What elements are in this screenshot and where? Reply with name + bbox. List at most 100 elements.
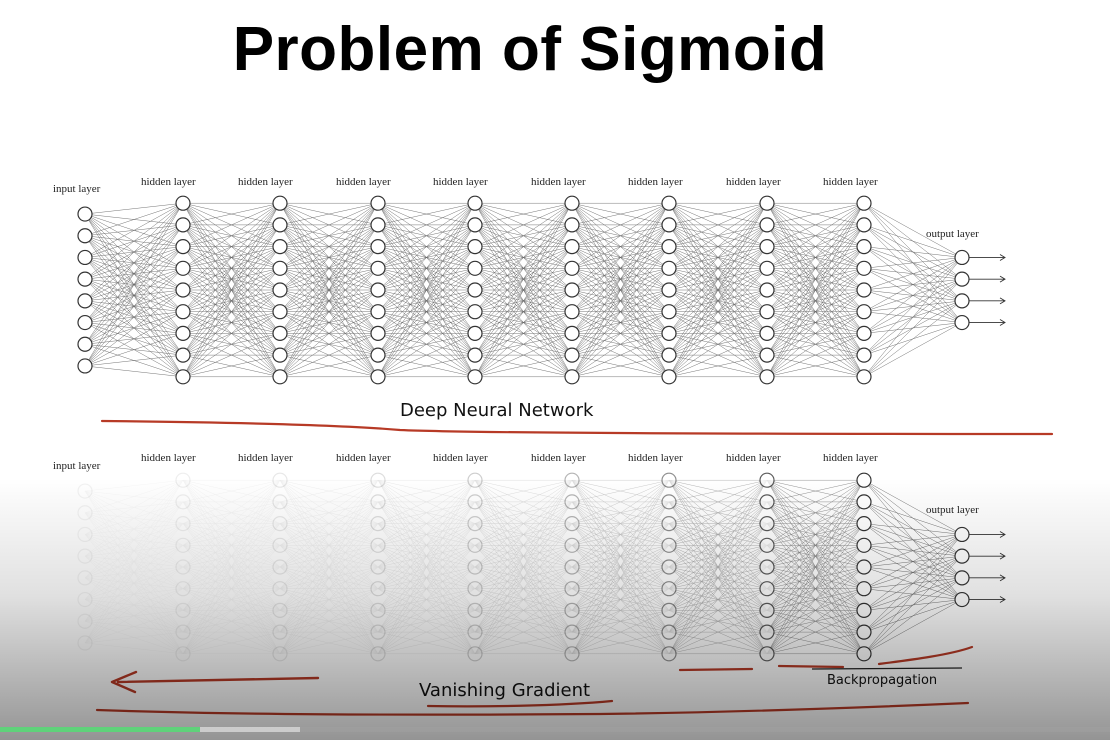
connection-line — [474, 566, 573, 611]
connection-line — [84, 577, 184, 589]
connection-line — [182, 545, 281, 611]
video-progress-bar[interactable] — [0, 727, 1110, 732]
connection-line — [377, 480, 476, 654]
connection-line — [766, 523, 865, 654]
neuron-node — [759, 347, 775, 363]
connection-line — [668, 545, 768, 611]
connection-line — [377, 203, 476, 291]
connection-line — [668, 501, 768, 568]
connection-line — [474, 610, 573, 655]
connection-line — [377, 545, 476, 568]
connection-line — [84, 203, 184, 323]
connection-line — [279, 566, 379, 633]
connection-line — [474, 501, 573, 524]
connection-line — [377, 588, 476, 633]
neuron-node — [661, 646, 677, 662]
connection-line — [571, 480, 670, 546]
connection-line — [84, 490, 184, 503]
connection-line — [474, 545, 573, 589]
connection-line — [474, 480, 573, 654]
connection-line — [182, 566, 281, 589]
connection-line — [377, 501, 476, 611]
connection-line — [571, 588, 670, 654]
connection-line — [571, 501, 670, 654]
connection-line — [474, 501, 573, 568]
connection-line — [279, 289, 379, 377]
connection-line — [668, 480, 768, 589]
neuron-node — [77, 526, 93, 543]
connection-line — [668, 480, 768, 589]
connection-line — [474, 566, 573, 633]
connection-line — [182, 588, 281, 611]
connection-line — [279, 501, 379, 524]
neuron-node — [856, 515, 872, 532]
neuron-node — [272, 239, 288, 255]
connection-line — [668, 545, 768, 568]
connection-line — [377, 523, 476, 654]
connection-line — [182, 610, 281, 655]
connection-line — [182, 203, 281, 269]
connection-line — [377, 588, 476, 654]
connection-line — [377, 501, 476, 654]
neuron-node — [370, 581, 386, 597]
neuron-node — [272, 304, 288, 320]
connection-line — [182, 545, 281, 633]
neuron-node — [564, 260, 580, 276]
connection-line — [279, 523, 379, 546]
connection-line — [84, 555, 184, 633]
neuron-node — [77, 635, 93, 651]
neuron-node — [370, 515, 386, 532]
output-arrow-icon — [969, 574, 1006, 582]
connection-line — [377, 354, 476, 378]
hidden-layer-label: hidden layer — [726, 452, 781, 464]
connection-line — [571, 501, 670, 633]
connection-line — [377, 479, 476, 524]
connection-line — [279, 268, 379, 377]
connection-line — [279, 566, 379, 611]
connection-line — [279, 545, 379, 589]
connection-line — [668, 480, 768, 611]
connection-line — [84, 545, 184, 557]
connection-line — [377, 501, 476, 524]
connection-line — [474, 523, 573, 546]
layer-connections — [279, 202, 379, 378]
connection-line — [766, 354, 865, 378]
output-arrow-icon — [969, 297, 1006, 305]
vanishing-gradient-diagram: input layer hidden layer hidden layer hi… — [53, 452, 1006, 662]
connection-line — [279, 224, 379, 377]
connection-line — [182, 203, 281, 377]
connection-line — [182, 501, 281, 568]
neuron-node — [370, 282, 386, 298]
connection-line — [279, 501, 379, 633]
connection-line — [84, 566, 184, 644]
output-arrow-icon — [969, 319, 1006, 326]
neuron-node — [175, 304, 191, 320]
neuron-node — [661, 260, 677, 276]
connection-line — [377, 246, 476, 377]
connection-line — [668, 545, 768, 633]
connection-line — [377, 480, 476, 589]
deep-neural-network-diagram: input layer hidden layer hidden layer hi… — [53, 176, 1006, 421]
connection-line — [377, 202, 476, 226]
connection-line — [182, 545, 281, 589]
connection-line — [571, 501, 670, 546]
connection-line — [474, 501, 573, 589]
layer-connections — [474, 202, 573, 378]
neuron-node — [175, 624, 191, 640]
connection-line — [766, 268, 865, 377]
connection-line — [84, 534, 184, 611]
connection-line — [84, 523, 184, 600]
connection-line — [377, 523, 476, 589]
connection-line — [571, 202, 670, 226]
connection-line — [571, 523, 670, 654]
neuron-node — [564, 581, 580, 597]
connection-line — [668, 501, 768, 589]
network-nodes — [77, 195, 970, 385]
connection-line — [182, 480, 281, 611]
connection-line — [474, 523, 573, 654]
connection-line — [863, 534, 963, 611]
connection-line — [668, 202, 768, 247]
neuron-node — [856, 260, 872, 276]
connection-line — [474, 588, 573, 654]
